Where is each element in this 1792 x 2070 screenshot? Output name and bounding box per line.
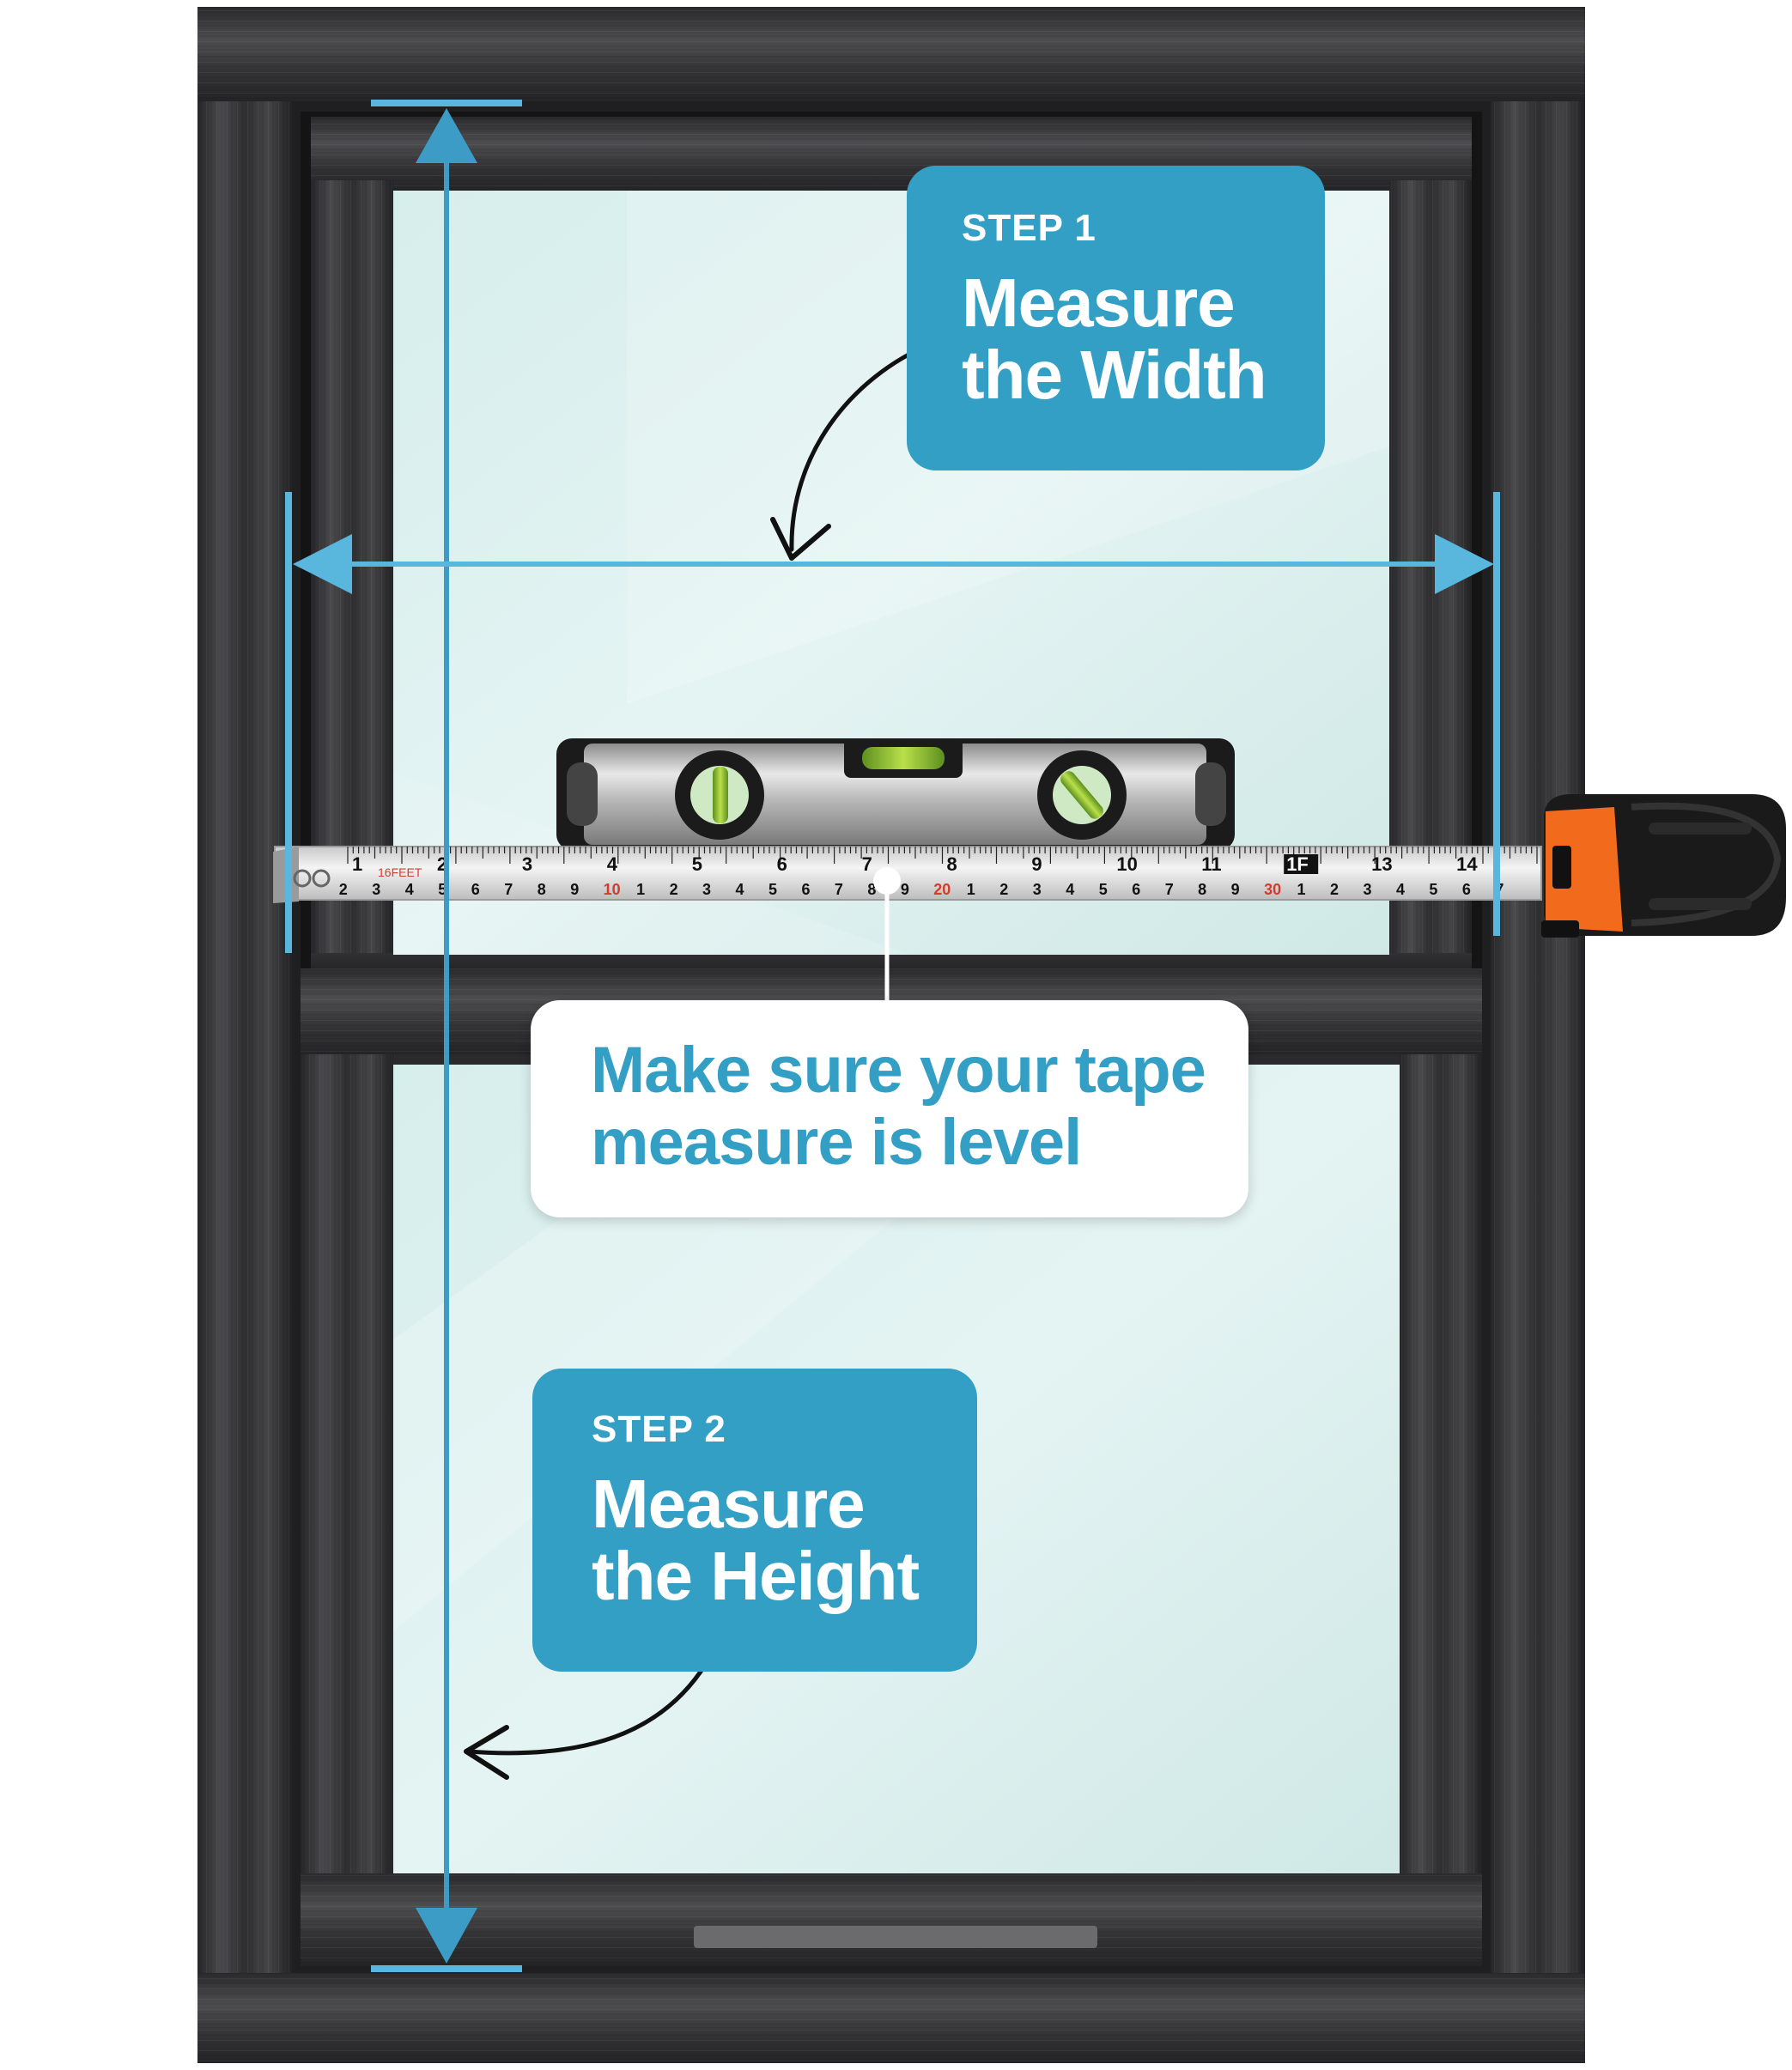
tape-cm-label: 4 [405, 881, 414, 898]
step1-title: Measure the Width [962, 267, 1325, 411]
step1-callout: STEP 1 Measure the Width [907, 166, 1325, 470]
step2-title: Measure the Height [592, 1468, 977, 1612]
width-measure-line [285, 492, 1500, 953]
tape-cm-label: 9 [1231, 881, 1240, 898]
height-measure-line [371, 100, 522, 1972]
step1-title-line2: the Width [962, 337, 1267, 413]
step2-callout: STEP 2 Measure the Height [532, 1369, 977, 1672]
tape-cm-label: 6 [802, 881, 811, 898]
tape-cm-label: 5 [438, 881, 446, 898]
tape-inch-label: 14 [1456, 853, 1478, 875]
tape-cm-label: 3 [702, 881, 711, 898]
tape-cm-label: 1 [1297, 881, 1306, 898]
spirit-level-icon [556, 738, 1235, 850]
tape-inch-label: 5 [692, 853, 702, 875]
tape-cm-label: 10 [604, 881, 621, 898]
tape-cm-label: 8 [867, 881, 876, 898]
step2-title-line1: Measure [592, 1466, 866, 1542]
level-tip-line2: measure is level [591, 1106, 1082, 1179]
step2-pointer-arrow [465, 1661, 708, 1756]
step1-label: STEP 1 [962, 207, 1096, 249]
tape-cm-label: 3 [372, 881, 380, 898]
tape-cm-label: 5 [1099, 881, 1108, 898]
width-arrow-left [293, 534, 352, 594]
step2-title-line2: the Height [592, 1538, 920, 1614]
tape-inch-label: 8 [947, 853, 957, 875]
step2-pointer-head [464, 1725, 509, 1780]
tape-inch-label: 13 [1371, 853, 1392, 875]
step1-pointer-arrow [789, 341, 934, 552]
tape-cm-label: 9 [901, 881, 909, 898]
tape-cm-label: 8 [1198, 881, 1206, 898]
tape-tick-marks [347, 847, 1538, 864]
tape-cm-label: 8 [538, 881, 546, 898]
step2-label: STEP 2 [592, 1408, 726, 1450]
tip-connector-dot [873, 867, 901, 895]
tape-cm-label: 4 [736, 881, 744, 898]
tape-cm-label: 5 [768, 881, 777, 898]
tape-cm-label: 2 [670, 881, 678, 898]
tape-cm-label: 7 [835, 881, 843, 898]
height-arrow-down [416, 1908, 477, 1964]
tape-cm-label: 6 [1462, 881, 1471, 898]
height-arrow-up [416, 108, 477, 163]
tape-cm-label: 9 [570, 881, 579, 898]
tape-foot-marker [1284, 854, 1319, 874]
tape-brand-label: 16FEET [378, 865, 422, 879]
tape-cm-label: 6 [471, 881, 480, 898]
tape-inch-label: 1F [1286, 853, 1309, 875]
tape-inch-label: 1 [352, 853, 362, 875]
tape-cm-label: 7 [1165, 881, 1174, 898]
tape-cm-label: 2 [339, 881, 348, 898]
tape-inch-label: 3 [522, 853, 532, 875]
level-tip-callout: Make sure your tape measure is level [531, 1000, 1248, 1217]
width-arrow-right [1435, 534, 1494, 594]
tape-cm-label: 2 [1330, 881, 1339, 898]
tape-cm-label: 3 [1364, 881, 1372, 898]
tape-cm-labels: 234567891012345678920123456789301234567 [339, 881, 1504, 898]
step1-title-line1: Measure [962, 264, 1236, 341]
tape-inch-label: 10 [1116, 853, 1137, 875]
tape-inch-label: 4 [607, 853, 618, 875]
tape-cm-label: 1 [636, 881, 645, 898]
tape-cm-label: 4 [1396, 881, 1405, 898]
tape-inch-label: 7 [862, 853, 872, 875]
tape-inch-label: 11 [1201, 853, 1221, 875]
tape-cm-label: 1 [967, 881, 975, 898]
tape-measure-icon [1541, 794, 1786, 938]
tape-cm-label: 7 [504, 881, 513, 898]
tape-cm-label: 6 [1132, 881, 1140, 898]
step1-pointer-head [770, 517, 831, 561]
tape-cm-label: 3 [1033, 881, 1042, 898]
tape-cm-label: 20 [933, 881, 951, 898]
tape-cm-label: 2 [999, 881, 1008, 898]
level-tip-line1: Make sure your tape [591, 1034, 1206, 1107]
tape-cm-label: 5 [1429, 881, 1437, 898]
tape-inch-label: 6 [777, 853, 787, 875]
tape-cm-label: 30 [1264, 881, 1281, 898]
tape-inch-label: 9 [1031, 853, 1042, 875]
level-tip-text: Make sure your tape measure is level [591, 1035, 1248, 1179]
sash-lift-handle [694, 1926, 1097, 1948]
tape-cm-label: 4 [1066, 881, 1074, 898]
